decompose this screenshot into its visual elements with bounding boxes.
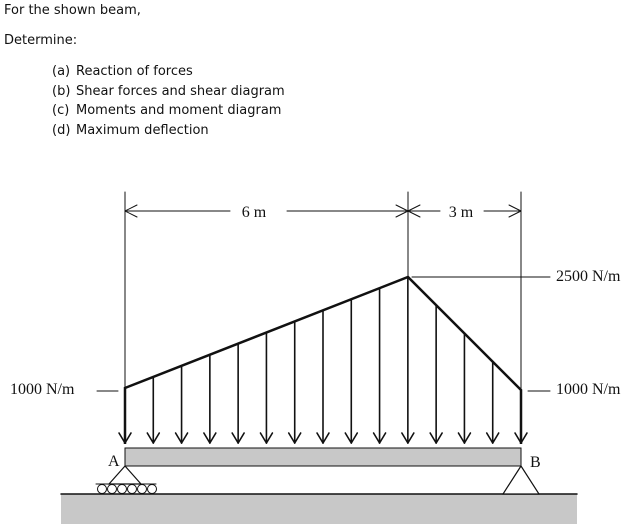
dim-arrowhead — [124, 210, 138, 218]
dim-arrowhead — [395, 204, 409, 212]
load-arrow-head — [265, 432, 274, 444]
determine-heading: Determine: — [4, 33, 78, 48]
dim-arrowhead — [407, 204, 421, 212]
task-letter: (d) — [52, 122, 71, 138]
task-text: Shear forces and shear diagram — [76, 83, 285, 99]
support-a-roller — [117, 484, 127, 494]
support-a-roller — [97, 484, 107, 494]
load-arrow-head — [231, 432, 239, 444]
span-left-label: 6 m — [242, 204, 267, 221]
load-arrow-head — [491, 432, 500, 444]
load-arrow-head — [372, 432, 381, 444]
load-arrow-head — [429, 432, 437, 444]
load-arrow-head — [485, 432, 494, 444]
load-arrow-head — [180, 432, 189, 444]
load-arrow-head — [174, 432, 183, 444]
load-arrow-head — [209, 432, 217, 444]
task-list: (a) Reaction of forces (b) Shear forces an… — [52, 62, 285, 140]
support-a-roller — [147, 484, 157, 494]
load-arrow-head — [322, 432, 330, 444]
dim-arrowhead — [407, 210, 421, 218]
support-a-roller — [127, 484, 137, 494]
task-item-c: (c) Moments and moment diagram — [52, 101, 285, 121]
load-arrow-head — [344, 432, 353, 444]
dim-arrowhead — [395, 210, 409, 218]
dim-arrowhead — [508, 204, 522, 212]
task-item-a: (a) Reaction of forces — [52, 62, 285, 82]
load-arrow-head — [259, 432, 268, 444]
beam-body — [124, 447, 522, 467]
load-arrow-head — [457, 432, 466, 444]
load-arrow-head — [152, 432, 161, 444]
load-arrow-head — [435, 432, 443, 444]
task-letter: (b) — [52, 83, 71, 99]
load-arrow-head — [378, 432, 387, 444]
load-arrow-head — [463, 432, 472, 444]
beam-group — [124, 447, 522, 467]
task-item-b: (b) Shear forces and shear diagram — [52, 82, 285, 102]
support-a-label: A — [108, 453, 120, 470]
load-arrow-head — [407, 432, 415, 444]
ground-strip — [61, 494, 577, 524]
dim-arrowhead — [124, 204, 138, 212]
task-letter: (a) — [52, 64, 71, 79]
load-right-label: 1000 N/m — [556, 381, 621, 398]
load-profile-line — [123, 275, 523, 444]
task-text: Reaction of forces — [76, 64, 193, 79]
dimension-lines — [96, 191, 551, 392]
support-a-roller — [137, 484, 147, 494]
supports — [60, 464, 578, 524]
task-text: Moments and moment diagram — [76, 103, 282, 118]
task-item-d: (d) Maximum deflection — [52, 121, 285, 141]
task-letter: (c) — [52, 103, 70, 118]
load-arrow-head — [401, 432, 409, 444]
load-left-label: 1000 N/m — [10, 381, 75, 398]
load-arrow-head — [350, 432, 359, 444]
support-b-triangle — [501, 464, 541, 495]
load-arrow-head — [316, 432, 324, 444]
task-text: Maximum deflection — [76, 122, 209, 138]
problem-intro: For the shown beam, — [4, 3, 141, 18]
load-peak-label: 2500 N/m — [556, 268, 621, 285]
load-profile-outline — [123, 275, 523, 444]
load-arrow-head — [146, 432, 155, 444]
dim-arrowhead — [508, 210, 522, 218]
distributed-load-arrows — [118, 276, 528, 444]
support-a-roller — [107, 484, 117, 494]
load-arrow-head — [203, 432, 211, 444]
support-b-label: B — [530, 454, 541, 471]
load-arrow-head — [287, 432, 296, 444]
span-right-label: 3 m — [449, 204, 474, 221]
load-arrow-head — [237, 432, 245, 444]
load-arrow-head — [293, 432, 302, 444]
